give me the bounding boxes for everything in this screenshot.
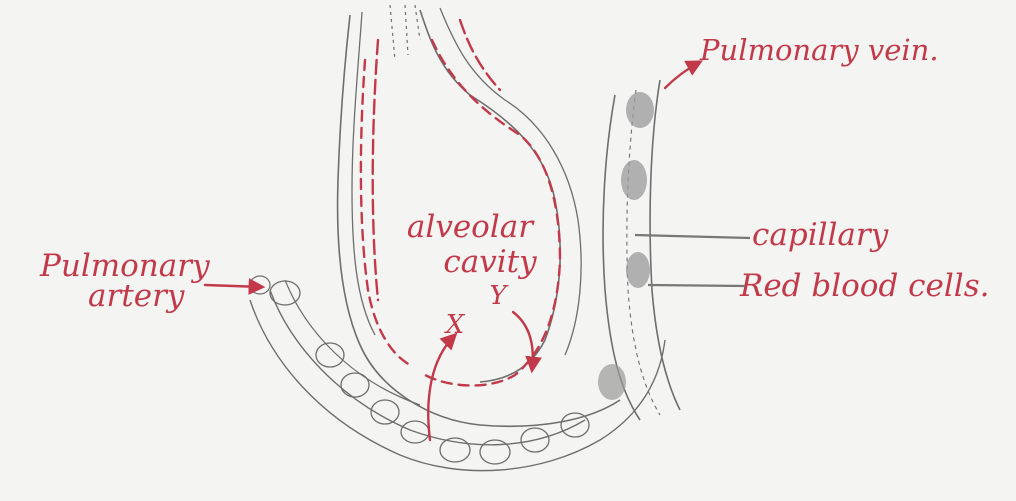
capillary-label: capillary bbox=[752, 217, 889, 253]
label-x: X bbox=[444, 310, 466, 340]
alveolar-cavity-label-line2: cavity bbox=[443, 244, 537, 280]
pulmonary-vein-label: Pulmonary vein. bbox=[699, 33, 939, 67]
pulmonary-artery-label-line2: artery bbox=[88, 278, 185, 314]
red-blood-cell bbox=[621, 160, 647, 200]
alveolar-cavity-label-line1: alveolar bbox=[407, 209, 535, 245]
label-y: Y bbox=[489, 281, 509, 311]
red-blood-cells-label: Red blood cells. bbox=[739, 268, 989, 304]
red-blood-cell bbox=[626, 252, 650, 288]
red-blood-cell bbox=[626, 92, 654, 128]
red-blood-cell bbox=[598, 364, 626, 400]
red-blood-cells-pointer-line bbox=[648, 285, 745, 286]
